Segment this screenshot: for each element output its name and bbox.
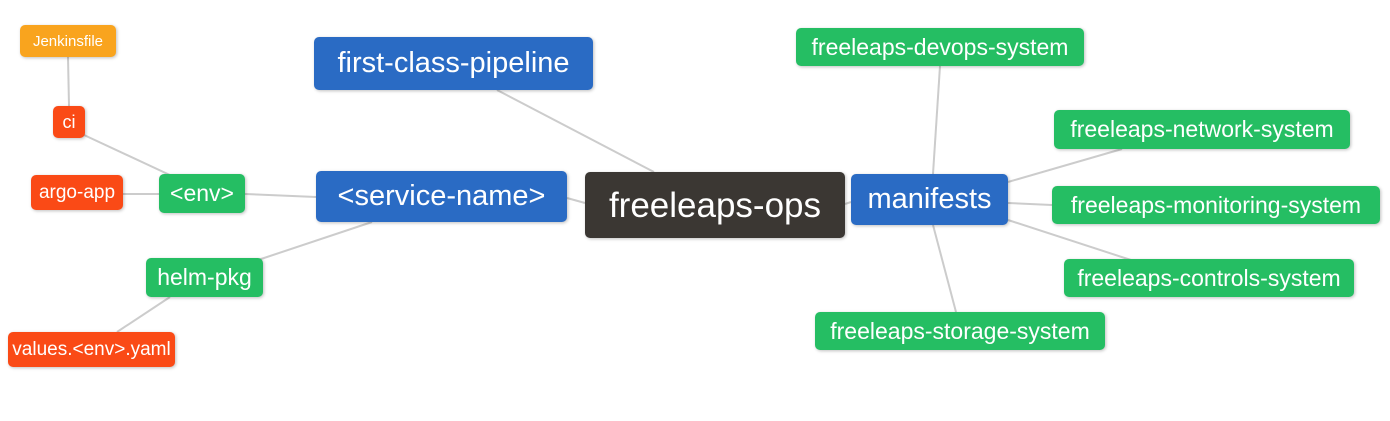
edge-manifests-to-freeleaps-monitoring-system [1007,202,1053,206]
edge-env-to-service-name [244,193,317,198]
edge-jenkinsfile-to-ci [67,56,70,107]
node-freeleaps-network-system[interactable]: freeleaps-network-system [1054,110,1350,149]
node-freeleaps-monitoring-system[interactable]: freeleaps-monitoring-system [1052,186,1380,224]
node-freeleaps-storage-system[interactable]: freeleaps-storage-system [815,312,1105,350]
node-ci[interactable]: ci [53,106,85,138]
node-freeleaps-ops[interactable]: freeleaps-ops [585,172,845,238]
node-helm-pkg[interactable]: helm-pkg [146,258,263,297]
node-manifests[interactable]: manifests [851,174,1008,225]
edge-service-name-to-freeleaps-ops [566,197,586,204]
node-values-env-yaml[interactable]: values.<env>.yaml [8,332,175,367]
edge-helm-pkg-to-values-env-yaml [116,296,171,333]
node-service-name[interactable]: <service-name> [316,171,567,222]
node-first-class-pipeline[interactable]: first-class-pipeline [314,37,593,90]
node-env[interactable]: <env> [159,174,245,213]
edge-manifests-to-freeleaps-network-system [1007,148,1123,183]
node-argo-app[interactable]: argo-app [31,175,123,210]
node-jenkinsfile[interactable]: Jenkinsfile [20,25,116,57]
edge-first-class-pipeline-to-freeleaps-ops [496,89,655,173]
edge-freeleaps-ops-to-manifests [844,201,852,205]
edge-manifests-to-freeleaps-storage-system [932,224,957,313]
edge-ci-to-env [83,134,173,177]
edge-helm-pkg-to-service-name [257,221,373,261]
node-freeleaps-devops-system[interactable]: freeleaps-devops-system [796,28,1084,66]
edge-manifests-to-freeleaps-controls-system [1007,219,1135,262]
node-freeleaps-controls-system[interactable]: freeleaps-controls-system [1064,259,1354,297]
edge-manifests-to-freeleaps-devops-system [932,65,941,175]
